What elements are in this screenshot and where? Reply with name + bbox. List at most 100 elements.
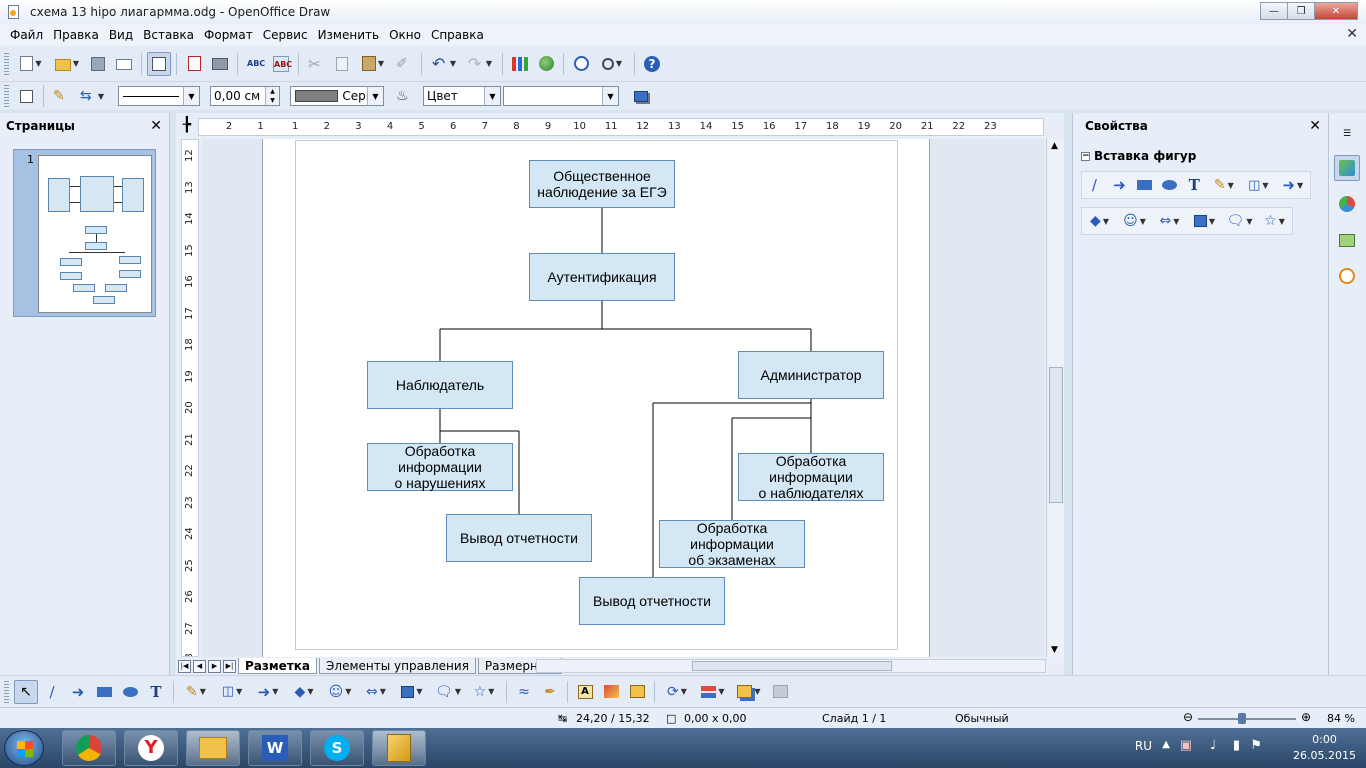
help-button[interactable]: ? [640, 52, 664, 76]
vertical-ruler[interactable]: 1213141516171819202122232425262728 [181, 139, 199, 657]
edit-mode-button[interactable] [147, 51, 171, 76]
chevron-down-icon[interactable]: ▼ [602, 87, 618, 105]
rectangle-tool-button[interactable] [1133, 173, 1156, 197]
properties-deck-button[interactable] [1334, 155, 1360, 181]
flowchart-button[interactable]: ▼ [395, 680, 429, 704]
new-document-button[interactable]: ▼ [14, 52, 48, 76]
shadow-button[interactable] [629, 84, 653, 108]
spin-buttons[interactable]: ▲▼ [265, 87, 279, 105]
fontwork-button[interactable]: A [573, 680, 597, 704]
node-exams-processing[interactable]: Обработка информации об экзаменах [659, 520, 805, 568]
block-arrows-button[interactable]: ⇔▼ [366, 683, 386, 700]
undo-button[interactable]: ↶▼ [431, 53, 457, 73]
symbol-shapes-button[interactable]: ☺▼ [328, 683, 352, 700]
next-tab-button[interactable]: ▶ [208, 659, 221, 673]
extrusion-button[interactable] [768, 680, 792, 704]
node-administrator[interactable]: Администратор [738, 351, 884, 399]
zoom-button[interactable]: ▼ [595, 52, 629, 76]
taskbar-explorer[interactable] [186, 730, 240, 766]
clone-formatting-button[interactable]: ✐ [392, 52, 416, 76]
area-fill-select[interactable]: ▼ [503, 86, 619, 106]
flag-icon[interactable]: ⚑ [1250, 738, 1262, 753]
toolbar-grip[interactable] [4, 680, 9, 703]
line-button[interactable]: ✎ [49, 84, 73, 108]
volume-icon[interactable]: ♩ [1209, 738, 1216, 753]
ruler-corner[interactable]: ╊ [176, 113, 198, 139]
taskbar-openoffice-draw[interactable] [372, 730, 426, 766]
curve-tool-button[interactable]: ✎▼ [1213, 177, 1234, 193]
connector-tool-button[interactable]: ◫▼ [1248, 177, 1269, 193]
lines-arrows-tool-button[interactable]: ➜▼ [1282, 176, 1304, 194]
node-violations-processing[interactable]: Обработка информации о нарушениях [367, 443, 513, 491]
from-file-button[interactable] [599, 680, 623, 704]
points-button[interactable]: ≈ [512, 680, 536, 704]
insert-shapes-section[interactable]: − Вставка фигур [1081, 149, 1196, 163]
taskbar-yandex[interactable]: Y [124, 730, 178, 766]
maximize-button[interactable]: ❐ [1287, 2, 1314, 20]
taskbar-skype[interactable]: S [310, 730, 364, 766]
horizontal-scrollbar[interactable] [536, 659, 1046, 673]
language-indicator[interactable]: RU [1134, 739, 1152, 753]
prev-tab-button[interactable]: ◀ [193, 659, 206, 673]
menu-modify[interactable]: Изменить [317, 28, 380, 42]
page-thumbnail[interactable]: 1 [13, 149, 156, 317]
node-reporting-admin[interactable]: Вывод отчетности [579, 577, 725, 625]
callouts-button[interactable]: 🗨▼ [435, 683, 461, 700]
chevron-down-icon[interactable]: ▼ [183, 87, 199, 105]
menu-view[interactable]: Вид [108, 28, 134, 42]
block-arrows-button[interactable]: ⇔▼ [1159, 213, 1180, 229]
close-icon[interactable]: ✕ [1309, 118, 1321, 134]
toolbar-grip[interactable] [4, 85, 9, 107]
insert-chart-button[interactable] [508, 52, 532, 76]
export-pdf-button[interactable] [182, 52, 206, 76]
cut-button[interactable]: ✂ [304, 52, 328, 76]
flowchart-button[interactable]: ▼ [1188, 209, 1221, 233]
text-tool-button[interactable]: T [1183, 173, 1206, 197]
curve-tool-button[interactable]: ✎▼ [186, 683, 206, 700]
spellcheck-button[interactable]: ABC [243, 52, 267, 76]
vertical-scrollbar[interactable]: ▲ ▼ [1046, 139, 1064, 657]
tab-controls[interactable]: Элементы управления [319, 658, 476, 674]
network-icon[interactable]: ▣ [1179, 738, 1192, 753]
signal-icon[interactable]: ▮ [1232, 738, 1240, 753]
line-color-select[interactable]: Серый ▼ [290, 86, 384, 106]
node-reporting-observer[interactable]: Вывод отчетности [446, 514, 592, 562]
last-tab-button[interactable]: ▶| [223, 659, 236, 673]
basic-shapes-button[interactable]: ◆▼ [294, 683, 314, 700]
menu-format[interactable]: Формат [204, 28, 253, 42]
gallery-button[interactable] [534, 52, 558, 76]
stars-button[interactable]: ☆▼ [1264, 213, 1285, 229]
toolbar-grip[interactable] [4, 52, 9, 75]
ellipse-tool-button[interactable] [1158, 173, 1181, 197]
styles-button[interactable] [14, 84, 38, 108]
redo-button[interactable]: ↷▼ [467, 53, 493, 73]
scroll-down-icon[interactable]: ▼ [1051, 645, 1058, 655]
align-button[interactable]: ▼ [696, 680, 730, 704]
sidebar-menu-icon[interactable]: ☰ [1342, 129, 1352, 139]
send-mail-button[interactable] [112, 52, 136, 76]
taskbar-chrome[interactable] [62, 730, 116, 766]
first-tab-button[interactable]: |◀ [178, 659, 191, 673]
node-authentication[interactable]: Аутентификация [529, 253, 675, 301]
chevron-down-icon[interactable]: ▼ [367, 87, 383, 105]
callouts-button[interactable]: 🗨▼ [1226, 213, 1253, 229]
copy-button[interactable] [330, 52, 354, 76]
connector-tool-button[interactable]: ◫▼ [221, 684, 243, 699]
line-style-select[interactable]: ▼ [118, 86, 200, 106]
area-fill-button[interactable]: ♨ [392, 84, 416, 108]
lines-arrows-tool-button[interactable]: ➜▼ [257, 682, 279, 701]
area-style-select[interactable]: Цвет ▼ [423, 86, 501, 106]
navigator-button[interactable] [569, 52, 593, 76]
taskbar-word[interactable]: W [248, 730, 302, 766]
menu-edit[interactable]: Правка [53, 28, 99, 42]
minimize-button[interactable]: — [1260, 2, 1287, 20]
menu-window[interactable]: Окно [389, 28, 421, 42]
line-tool-button[interactable]: ∕ [1083, 173, 1106, 197]
basic-shapes-button[interactable]: ◆▼ [1090, 213, 1109, 229]
node-observer[interactable]: Наблюдатель [367, 361, 513, 409]
start-button[interactable] [4, 730, 44, 766]
node-observers-processing[interactable]: Обработка информации о наблюдателях [738, 453, 884, 501]
zoom-level[interactable]: 84 % [1327, 712, 1355, 725]
collapse-icon[interactable]: − [1081, 150, 1090, 161]
